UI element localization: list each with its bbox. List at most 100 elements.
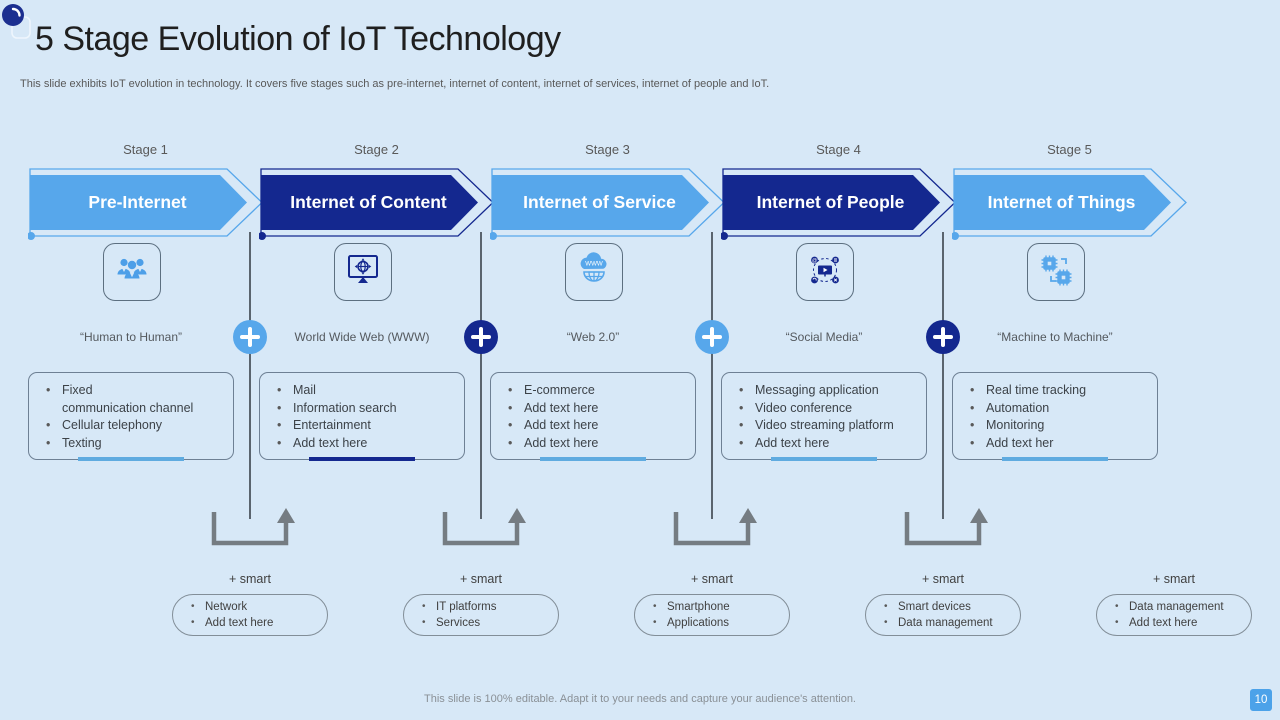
stage-bullet-box: Real time trackingAutomationMonitoringAd… (952, 372, 1158, 461)
connector-line (480, 232, 482, 519)
smart-item: Smart devices (876, 599, 1016, 615)
bullet-item: Texting (37, 435, 229, 453)
accent-bar (309, 457, 415, 461)
stage-banner-title: Internet of People (756, 192, 905, 212)
footer-note: This slide is 100% editable. Adapt it to… (424, 693, 856, 705)
stage-icon-slot: @ (805, 250, 845, 295)
smart-item: IT platforms (414, 599, 554, 615)
stage-banner-title: Internet of Things (987, 192, 1136, 212)
stage-bullet-list: E-commerceAdd text hereAdd text hereAdd … (491, 373, 695, 458)
smart-item: Smartphone (645, 599, 785, 615)
smart-item: Applications (645, 615, 785, 631)
stage-icon-box (1027, 243, 1085, 301)
stage-column: Stage 5 Internet of Things “Machine to M… (951, 142, 1187, 462)
stage-banner-shape (951, 168, 1187, 240)
stage-icon-slot: WWW (574, 250, 614, 295)
stage-banner-shape (27, 168, 263, 240)
stage-icon-box: WWW (565, 243, 623, 301)
smart-list: Smart devicesData management (866, 599, 1020, 631)
smart-item: Services (414, 615, 554, 631)
elbow-arrow-icon (442, 508, 526, 546)
page-number-badge: 10 (1250, 689, 1272, 711)
bullet-item: Mail (268, 382, 460, 400)
elbow-arrow-icon (211, 508, 295, 546)
stage-label: Stage 5 (1047, 142, 1092, 157)
bullet-item: Automation (961, 400, 1153, 418)
connector-line (249, 232, 251, 519)
stage-column: Stage 3 Internet of Service WWW “Web 2.0… (489, 142, 725, 462)
stage-banner-title: Pre-Internet (88, 192, 187, 212)
smart-list: SmartphoneApplications (635, 599, 789, 631)
stage-icon-box (334, 243, 392, 301)
cloud-www-icon: WWW (580, 251, 607, 282)
smart-item: Add text here (183, 615, 323, 631)
bullet-item: Cellular telephony (37, 417, 229, 435)
chip-network-icon (1041, 255, 1072, 285)
smart-label: + smart (459, 572, 503, 586)
bullet-item: E-commerce (499, 382, 691, 400)
bullet-item: Entertainment (268, 417, 460, 435)
bullet-item: Add text here (730, 435, 922, 453)
stage-banner: Internet of Things (951, 163, 1187, 242)
smart-pill: IT platformsServices (403, 594, 559, 636)
bullet-item: Video conference (730, 400, 922, 418)
stage-tagline: “Human to Human” (79, 330, 183, 344)
stage-column: Stage 4 Internet of People @ “Social Med… (720, 142, 956, 462)
smart-label: + smart (921, 572, 965, 586)
smart-item: Data management (876, 615, 1016, 631)
bullet-item: Information search (268, 400, 460, 418)
plus-icon (926, 320, 960, 354)
smart-item: Data management (1107, 599, 1247, 615)
bullet-item: Add text here (499, 435, 691, 453)
smart-item: Network (183, 599, 323, 615)
stage-banner-title: Internet of Service (523, 192, 676, 212)
smart-list: IT platformsServices (404, 599, 558, 631)
plus-icon (464, 320, 498, 354)
page-subtitle: This slide exhibits IoT evolution in tec… (20, 78, 770, 90)
stage-label: Stage 2 (354, 142, 399, 157)
elbow-arrow-icon (673, 508, 757, 546)
stage-banner-shape (258, 168, 494, 240)
bullet-item: Add text her (961, 435, 1153, 453)
stage-icon-box (103, 243, 161, 301)
plus-icon (695, 320, 729, 354)
bullet-item: Add text here (499, 400, 691, 418)
stage-tagline: “Web 2.0” (566, 330, 620, 344)
stage-icon-slot (343, 250, 383, 295)
stage-bullet-list: MailInformation searchEntertainmentAdd t… (260, 373, 464, 458)
smart-pill: NetworkAdd text here (172, 594, 328, 636)
stage-label: Stage 3 (585, 142, 630, 157)
stage-bullet-list: Fixed communication channelCellular tele… (29, 373, 233, 458)
monitor-globe-icon (348, 254, 378, 283)
stage-column: Stage 1 Pre-Internet “Human to Human” Fi… (27, 142, 263, 462)
accent-bar (771, 457, 877, 461)
stage-bullet-box: Messaging applicationVideo conferenceVid… (721, 372, 927, 461)
brand-logo-icon (2, 4, 31, 39)
stage-tagline: “Social Media” (785, 330, 863, 344)
stage-banner-shape (720, 168, 956, 240)
stage-banner: Internet of People (720, 163, 956, 242)
smart-item: Add text here (1107, 615, 1247, 631)
stage-banner: Internet of Service (489, 163, 725, 242)
smart-list: NetworkAdd text here (173, 599, 327, 631)
connector-line (711, 232, 713, 519)
stage-icon-slot (112, 250, 152, 295)
stage-bullet-list: Real time trackingAutomationMonitoringAd… (953, 373, 1157, 458)
bullet-item: Add text here (499, 417, 691, 435)
stage-label: Stage 1 (123, 142, 168, 157)
bullet-item: Video streaming platform (730, 417, 922, 435)
bullet-item: Fixed communication channel (37, 382, 229, 417)
stage-banner: Internet of Content (258, 163, 494, 242)
elbow-arrow-icon (904, 508, 988, 546)
stage-banner: Pre-Internet (27, 163, 263, 242)
bullet-item: Real time tracking (961, 382, 1153, 400)
team-icon (117, 258, 147, 278)
smart-pill: Data managementAdd text here (1096, 594, 1252, 636)
bullet-item: Add text here (268, 435, 460, 453)
svg-text:@: @ (812, 258, 817, 264)
accent-bar (1002, 457, 1108, 461)
smart-pill: SmartphoneApplications (634, 594, 790, 636)
stage-column: Stage 2 Internet of Content World Wide W… (258, 142, 494, 462)
accent-bar (540, 457, 646, 461)
